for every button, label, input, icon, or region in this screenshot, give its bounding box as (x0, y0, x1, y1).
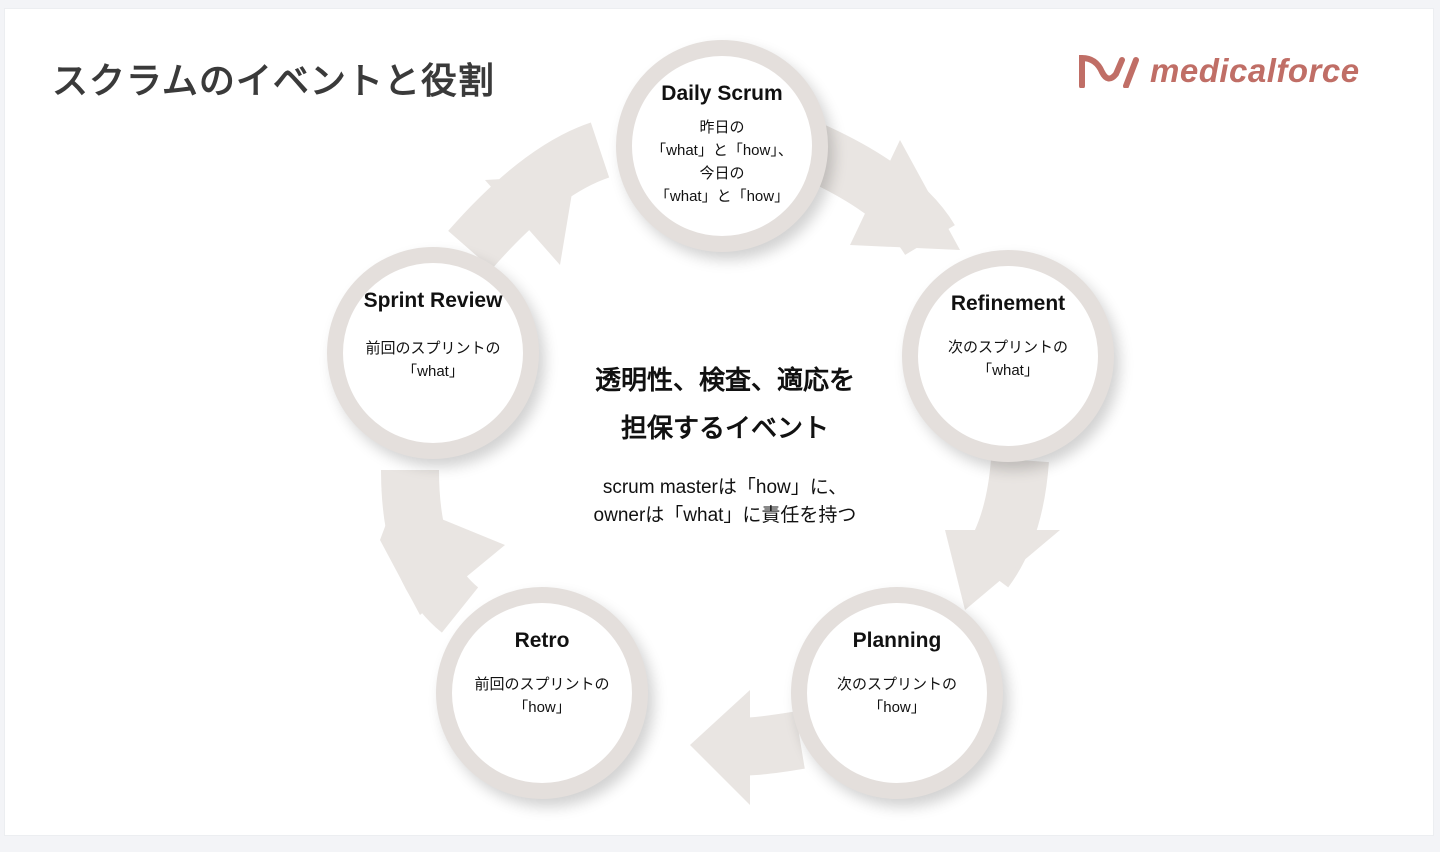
event-name: Sprint Review (363, 289, 503, 312)
center-roles: ownerは「what」に責任を持つ (593, 505, 857, 526)
event-daily-scrum: Daily Scrum 昨日の 「what」と「how」、 今日の 「what」… (616, 40, 828, 252)
event-name: Planning (852, 629, 942, 652)
event-desc: 前回のスプリントの (474, 676, 610, 693)
arrowhead (485, 175, 575, 265)
center-headline: 透明性、検査、適応を (594, 365, 855, 395)
event-desc: 「what」 (402, 363, 464, 380)
center-text: 透明性、検査、適応を 担保するイベント scrum masterは「how」に、… (540, 356, 910, 530)
event-name: Refinement (950, 292, 1066, 315)
event-name: Retro (514, 629, 570, 652)
event-desc: 「what」と「how」 (654, 188, 790, 205)
arrowhead (945, 530, 1060, 610)
event-planning: Planning 次のスプリントの 「how」 (791, 587, 1003, 799)
event-name: Daily Scrum (661, 82, 783, 105)
arrowhead (690, 690, 750, 805)
event-desc: 「how」 (868, 699, 926, 716)
event-desc: 次のスプリントの (836, 676, 957, 693)
logo-text: medicalforce (1150, 52, 1360, 89)
medicalforce-logo-icon (1079, 54, 1139, 88)
event-desc: 「what」 (977, 362, 1039, 379)
event-sprint-review: Sprint Review 前回のスプリントの 「what」 (327, 247, 539, 459)
event-desc: 次のスプリントの (947, 339, 1068, 356)
arrowhead (850, 140, 960, 250)
arrowhead (380, 500, 505, 615)
event-desc: 「how」 (513, 699, 571, 716)
event-desc: 今日の (699, 165, 745, 182)
event-retro: Retro 前回のスプリントの 「how」 (436, 587, 648, 799)
page-title: スクラムのイベントと役割 (52, 60, 495, 101)
event-desc: 「what」と「how」、 (651, 142, 793, 159)
center-headline: 担保するイベント (620, 413, 829, 443)
event-desc: 前回のスプリントの (365, 340, 501, 357)
center-roles: scrum masterは「how」に、 (602, 477, 848, 498)
event-refinement: Refinement 次のスプリントの 「what」 (902, 250, 1114, 462)
logo: medicalforce (1078, 52, 1360, 90)
event-desc: 昨日の (699, 119, 745, 136)
